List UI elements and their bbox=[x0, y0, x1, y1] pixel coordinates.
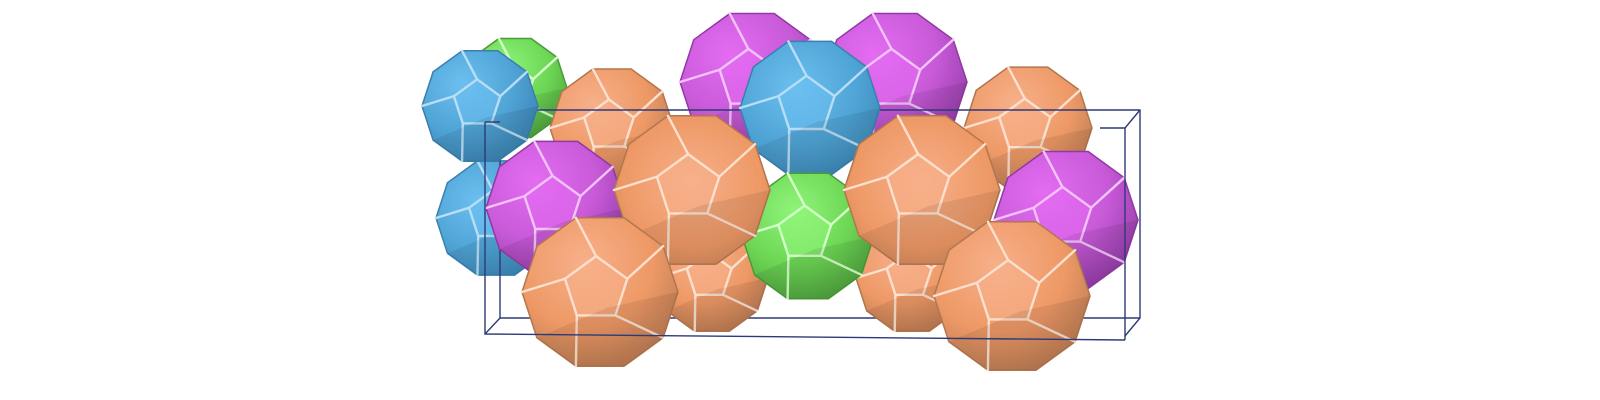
blue-dodecahedron-top-left bbox=[420, 49, 539, 163]
blue-dodecahedron-top-center-edge bbox=[787, 127, 791, 176]
orange-dodecahedron-center-left-edge bbox=[706, 212, 757, 238]
orange-dodecahedron-lower-center-left-edge bbox=[693, 293, 697, 333]
orange-dodecahedron-upper-left-edge bbox=[632, 90, 664, 119]
orange-dodecahedron-center-right-front-face bbox=[885, 152, 951, 215]
blue-dodecahedron-top-left-edge bbox=[420, 94, 456, 108]
unit-cell-box-front bbox=[484, 109, 1141, 341]
orange-dodecahedron-center-left-edge bbox=[612, 175, 659, 192]
orange-dodecahedron-lower-center-left-edge bbox=[721, 293, 759, 313]
box-front-corner bbox=[484, 317, 501, 335]
green-dodecahedron-center bbox=[740, 172, 875, 300]
green-dodecahedron-center-edge bbox=[786, 172, 806, 207]
magenta-dodecahedron-left-edge bbox=[533, 140, 554, 178]
orange-dodecahedron-center-left-edge bbox=[666, 114, 690, 156]
orange-dodecahedron-bottom-left-edge bbox=[614, 314, 665, 340]
orange-dodecahedron-lower-center-right-edge bbox=[854, 267, 889, 280]
orange-dodecahedron-center-right-edge bbox=[896, 212, 901, 266]
blue-dodecahedron-top-center-front-face bbox=[777, 74, 836, 131]
magenta-dodecahedron-left-front-face bbox=[523, 174, 582, 231]
orange-dodecahedron-bottom-right-front-face bbox=[975, 258, 1041, 321]
orange-dodecahedron-bottom-left-edge bbox=[574, 216, 598, 258]
blue-dodecahedron-top-center-edge bbox=[833, 65, 868, 98]
orange-dodecahedron-center-left-edge bbox=[718, 142, 757, 178]
orange-dodecahedron-bottom-right-edge bbox=[932, 281, 979, 298]
blue-dodecahedron-top-center-edge bbox=[738, 94, 780, 110]
orange-dodecahedron-bottom-right bbox=[932, 220, 1091, 372]
orange-dodecahedron-upper-left-edge bbox=[591, 67, 611, 101]
orange-dodecahedron-bottom-left-edge bbox=[520, 277, 567, 294]
orange-dodecahedron-lower-center-left-shade bbox=[666, 278, 768, 332]
blue-dodecahedron-top-left-edge bbox=[499, 70, 529, 98]
orange-dodecahedron-center-left-edge bbox=[666, 212, 671, 266]
box-front-top-right bbox=[1124, 109, 1141, 129]
front-layer bbox=[420, 40, 1139, 372]
orange-dodecahedron-center-right-edge bbox=[896, 114, 920, 156]
orange-dodecahedron-upper-left-front-face bbox=[582, 98, 635, 148]
blue-dodecahedron-top-left-edge bbox=[460, 49, 479, 81]
magenta-dodecahedron-right-edge bbox=[1042, 150, 1064, 189]
orange-dodecahedron-upper-right-edge bbox=[962, 115, 1001, 130]
magenta-dodecahedron-right-edge bbox=[1078, 240, 1126, 264]
green-dodecahedron-center-front-face bbox=[777, 204, 833, 258]
magenta-dodecahedron-top-center-right-edge bbox=[871, 12, 893, 51]
magenta-dodecahedron-left-edge bbox=[579, 165, 614, 198]
blue-dodecahedron-top-left-edge bbox=[460, 122, 464, 163]
magenta-dodecahedron-right-edge bbox=[1089, 176, 1126, 209]
blue-dodecahedron-top-center-edge bbox=[787, 40, 808, 78]
magenta-dodecahedron-top-center-left-edge bbox=[728, 12, 750, 51]
orange-dodecahedron-upper-right-edge bbox=[1049, 89, 1081, 119]
orange-dodecahedron-bottom-left-front-face bbox=[563, 254, 629, 317]
orange-dodecahedron-bottom-right-edge bbox=[1038, 248, 1077, 284]
orange-dodecahedron-bottom-left-edge bbox=[626, 244, 665, 280]
blue-dodecahedron-top-center bbox=[738, 40, 881, 176]
orange-dodecahedron-upper-left-edge bbox=[548, 116, 586, 130]
green-dodecahedron-top-left-edge bbox=[531, 56, 559, 81]
magenta-dodecahedron-top-center-left-edge bbox=[678, 68, 721, 84]
blue-dodecahedron-top-left-edge bbox=[490, 122, 529, 142]
orange-dodecahedron-upper-right-edge bbox=[1007, 65, 1027, 100]
orange-dodecahedron-bottom-right-shade bbox=[948, 296, 1090, 371]
orange-dodecahedron-bottom-right-edge bbox=[986, 318, 991, 372]
green-dodecahedron-center-edge bbox=[819, 254, 863, 276]
orange-dodecahedron-center-right-edge bbox=[948, 142, 987, 178]
orange-dodecahedron-bottom-left-shade bbox=[536, 292, 678, 367]
orange-dodecahedron-center-left-front-face bbox=[655, 152, 721, 215]
blue-dodecahedron-left-lower-edge bbox=[434, 206, 471, 220]
orange-dodecahedron-upper-right-front-face bbox=[998, 97, 1052, 149]
green-dodecahedron-center-edge bbox=[786, 254, 790, 300]
green-dodecahedron-center-shade bbox=[754, 236, 874, 299]
orange-dodecahedron-center-right-edge bbox=[842, 175, 889, 192]
orange-dodecahedron-bottom-right-edge bbox=[986, 220, 1010, 262]
magenta-dodecahedron-right-edge bbox=[992, 206, 1035, 222]
magenta-dodecahedron-left-edge bbox=[484, 194, 526, 210]
orange-dodecahedron-bottom-left bbox=[520, 216, 679, 368]
orange-dodecahedron-lower-center-right-edge bbox=[893, 293, 897, 333]
orange-dodecahedron-bottom-left-edge bbox=[574, 314, 579, 368]
magenta-dodecahedron-top-center-right-edge bbox=[918, 38, 955, 71]
blue-dodecahedron-top-left-front-face bbox=[452, 78, 502, 125]
blue-dodecahedron-left-lower-edge bbox=[476, 234, 480, 277]
blue-dodecahedron-top-center-shade bbox=[753, 108, 880, 175]
orange-dodecahedron-bottom-right-edge bbox=[1026, 318, 1077, 344]
